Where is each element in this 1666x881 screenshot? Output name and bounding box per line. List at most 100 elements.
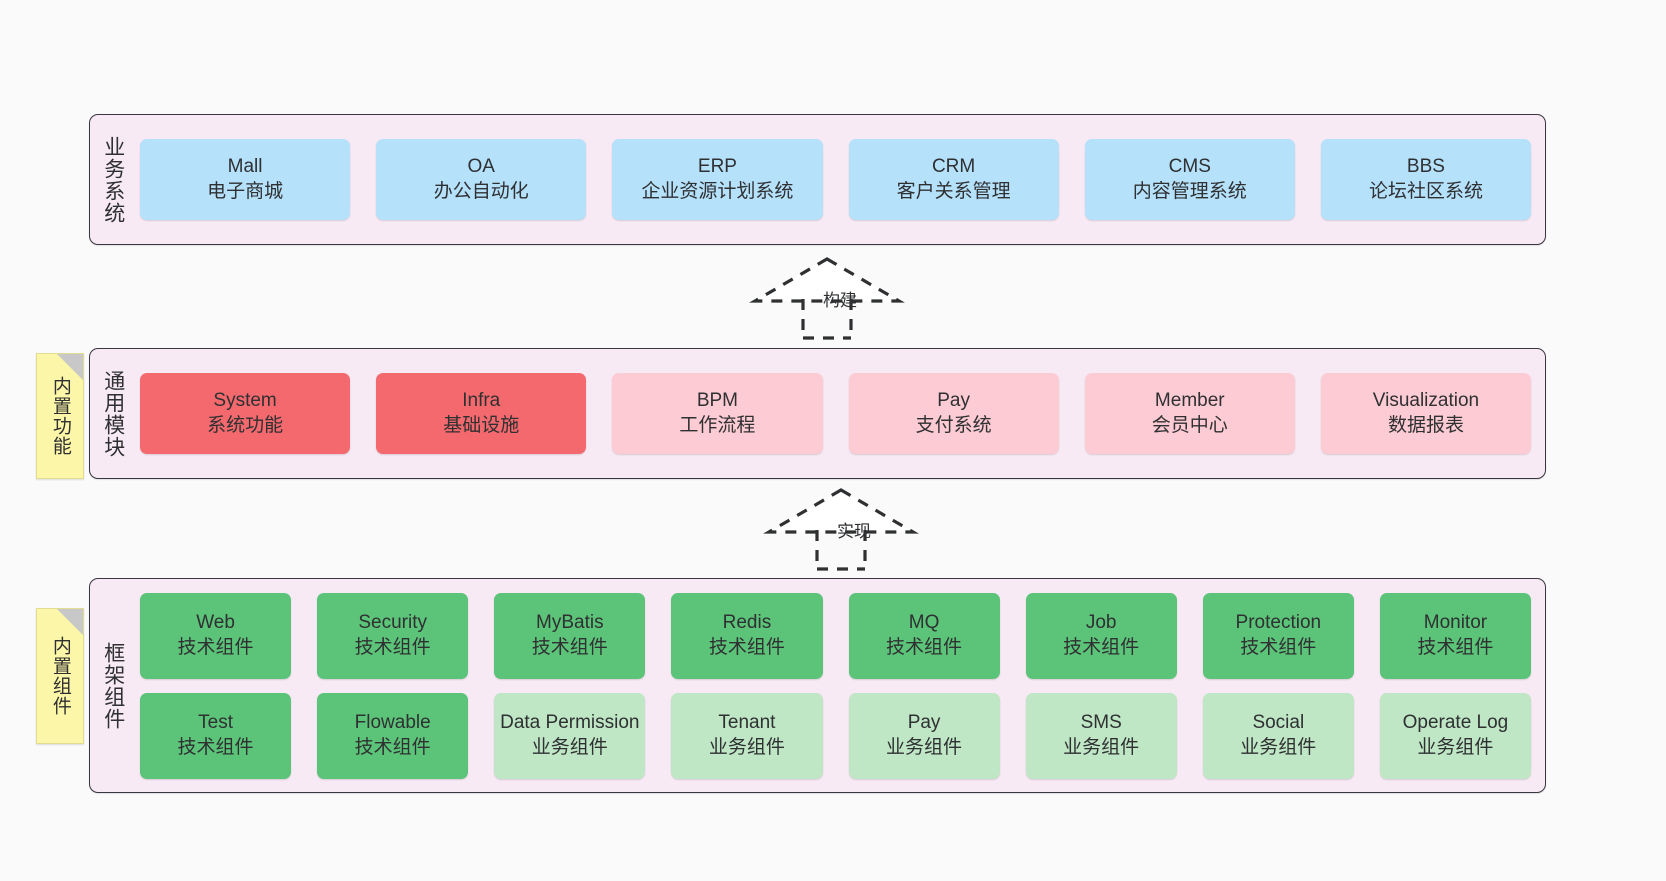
layer-title-business-system: 业务系统 — [101, 135, 125, 224]
module-card-subtitle: 技术组件 — [531, 636, 608, 658]
module-card-name: Flowable — [354, 711, 431, 733]
module-card-mybatis[interactable]: MyBatis 技术组件 — [494, 592, 646, 679]
module-card-subtitle: 办公自动化 — [433, 180, 529, 202]
module-card-name: Web — [196, 611, 235, 633]
module-card-mall[interactable]: Mall 电子商城 — [140, 139, 351, 220]
module-card-tenant[interactable]: Tenant 业务组件 — [671, 692, 823, 779]
module-card-name: BBS — [1406, 155, 1445, 177]
connector-label-implement: 实现 — [837, 522, 871, 541]
module-card-subtitle: 内容管理系统 — [1132, 180, 1247, 202]
module-card-subtitle: 技术组件 — [354, 636, 431, 658]
module-card-subtitle: 电子商城 — [207, 180, 284, 202]
module-card-subtitle: 业务组件 — [531, 736, 608, 758]
layer-title-common-module: 通用模块 — [101, 369, 125, 458]
module-card-flowable[interactable]: Flowable 技术组件 — [317, 692, 469, 779]
module-card-system[interactable]: System 系统功能 — [140, 373, 351, 454]
sticky-note-label: 内置功能 — [49, 376, 71, 456]
module-card-name: Test — [198, 711, 233, 733]
module-card-subtitle: 企业资源计划系统 — [641, 180, 794, 202]
sticky-note-label: 内置组件 — [49, 636, 71, 716]
module-card-mq[interactable]: MQ 技术组件 — [848, 592, 1000, 679]
module-card-subtitle: 技术组件 — [1417, 636, 1494, 658]
module-card-name: Pay — [907, 711, 941, 733]
module-card-name: Job — [1085, 611, 1117, 633]
module-card-name: Visualization — [1372, 389, 1480, 411]
sticky-note-common-module: 内置功能 — [36, 353, 84, 479]
module-card-subtitle: 业务组件 — [886, 736, 963, 758]
module-card-name: SMS — [1080, 711, 1122, 733]
module-card-name: Data Permission — [500, 711, 640, 733]
module-card-data-permission[interactable]: Data Permission 业务组件 — [494, 692, 646, 779]
card-row: Mall 电子商城 OA 办公自动化 ERP 企业资源计划系统 CRM 客户关系管理 CMS 内容… — [140, 139, 1532, 220]
module-card-subtitle: 业务组件 — [1063, 736, 1140, 758]
module-card-subtitle: 技术组件 — [886, 636, 963, 658]
module-card-name: Monitor — [1423, 611, 1488, 633]
sticky-note-framework-component: 内置组件 — [36, 608, 84, 744]
module-card-name: MQ — [908, 611, 940, 633]
module-card-name: Operate Log — [1402, 711, 1509, 733]
note-fold-corner-icon — [57, 354, 83, 380]
module-card-name: BPM — [696, 389, 739, 411]
module-card-web[interactable]: Web 技术组件 — [140, 592, 292, 679]
module-card-name: OA — [467, 155, 495, 177]
module-card-name: Tenant — [718, 711, 776, 733]
module-card-subtitle: 论坛社区系统 — [1368, 180, 1483, 202]
module-card-sms[interactable]: SMS 业务组件 — [1025, 692, 1177, 779]
connector-label-build: 构建 — [823, 291, 857, 310]
module-card-pay[interactable]: Pay 业务组件 — [848, 692, 1000, 779]
module-card-name: Pay — [937, 389, 970, 411]
realization-arrow-head-icon — [763, 488, 919, 534]
module-card-name: System — [213, 389, 277, 411]
module-card-cms[interactable]: CMS 内容管理系统 — [1084, 139, 1295, 220]
realization-arrow-head-icon — [749, 257, 905, 303]
module-card-name: CRM — [931, 155, 976, 177]
module-card-bbs[interactable]: BBS 论坛社区系统 — [1320, 139, 1532, 220]
module-card-subtitle: 客户关系管理 — [896, 180, 1011, 202]
module-card-name: Infra — [462, 389, 501, 411]
module-card-subtitle: 技术组件 — [1063, 636, 1140, 658]
module-card-subtitle: 系统功能 — [207, 414, 284, 436]
module-card-subtitle: 技术组件 — [1240, 636, 1317, 658]
module-card-oa[interactable]: OA 办公自动化 — [376, 139, 587, 220]
module-card-subtitle: 业务组件 — [708, 736, 785, 758]
module-card-subtitle: 技术组件 — [708, 636, 785, 658]
module-card-subtitle: 业务组件 — [1240, 736, 1317, 758]
module-card-name: Social — [1252, 711, 1305, 733]
module-card-crm[interactable]: CRM 客户关系管理 — [848, 139, 1059, 220]
module-card-subtitle: 业务组件 — [1417, 736, 1494, 758]
module-card-subtitle: 技术组件 — [177, 636, 254, 658]
module-card-erp[interactable]: ERP 企业资源计划系统 — [612, 139, 823, 220]
module-card-operate-log[interactable]: Operate Log 业务组件 — [1379, 692, 1531, 779]
module-card-subtitle: 基础设施 — [443, 414, 520, 436]
module-card-name: CMS — [1168, 155, 1211, 177]
layer-title-framework-component: 框架组件 — [101, 641, 125, 730]
module-card-social[interactable]: Social 业务组件 — [1202, 692, 1354, 779]
module-card-monitor[interactable]: Monitor 技术组件 — [1379, 592, 1531, 679]
module-card-infra[interactable]: Infra 基础设施 — [376, 373, 587, 454]
module-card-security[interactable]: Security 技术组件 — [317, 592, 469, 679]
module-card-name: MyBatis — [536, 611, 604, 633]
layer-body-business-system: Mall 电子商城 OA 办公自动化 ERP 企业资源计划系统 CRM 客户关系管理 CMS 内容… — [136, 115, 1545, 244]
connector-implement: 实现 — [763, 488, 919, 571]
module-card-subtitle: 技术组件 — [354, 736, 431, 758]
module-card-name: Member — [1154, 389, 1225, 411]
module-card-job[interactable]: Job 技术组件 — [1025, 592, 1177, 679]
module-card-name: Security — [358, 611, 427, 633]
module-card-name: Mall — [227, 155, 263, 177]
module-card-test[interactable]: Test 技术组件 — [140, 692, 292, 779]
module-card-subtitle: 技术组件 — [177, 736, 254, 758]
module-card-name: ERP — [697, 155, 737, 177]
connector-build: 构建 — [749, 257, 905, 340]
